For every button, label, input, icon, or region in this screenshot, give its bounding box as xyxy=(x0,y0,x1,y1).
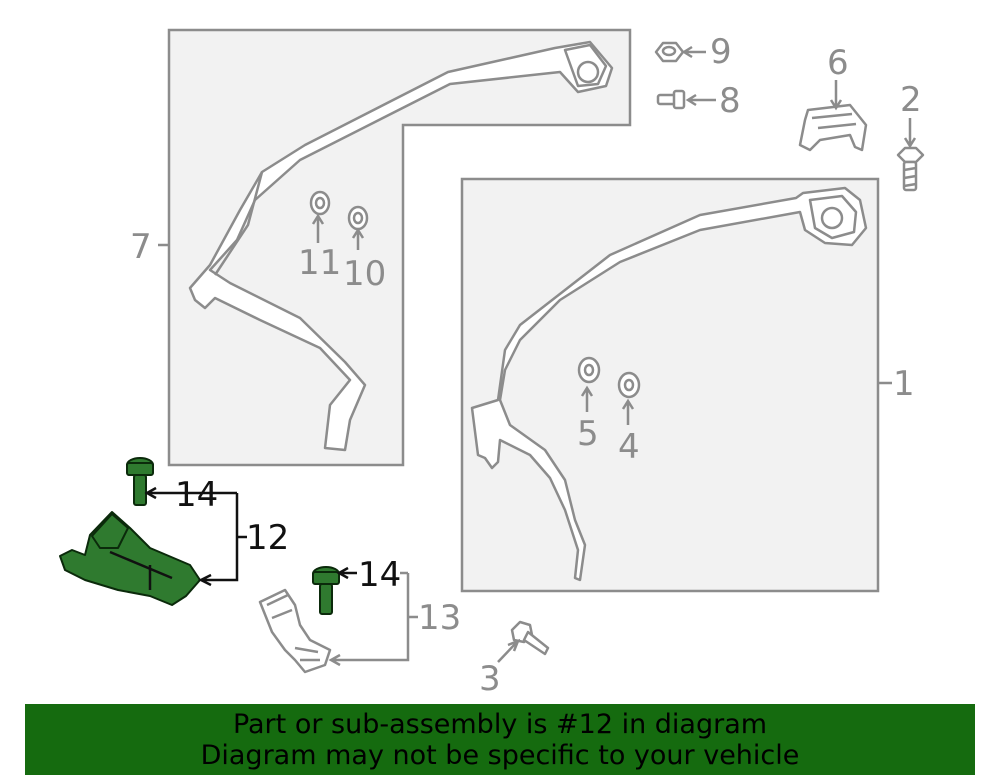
callout-13: 13 xyxy=(418,598,461,638)
callout-12: 12 xyxy=(246,518,289,558)
callout-2: 2 xyxy=(900,80,922,120)
seat-belt-assembly-1 xyxy=(470,186,868,582)
leader-4 xyxy=(621,398,635,425)
callout-7: 7 xyxy=(130,227,152,267)
callout-14-right: 14 xyxy=(358,555,401,595)
part-1-group-box xyxy=(460,177,880,593)
washer-11-hole xyxy=(314,196,326,210)
callout-9: 9 xyxy=(710,32,732,72)
callout-3: 3 xyxy=(479,659,501,699)
leader-9 xyxy=(681,45,706,59)
bracket-12-highlighted xyxy=(59,511,201,606)
washer-5-hole xyxy=(583,363,595,377)
callout-10: 10 xyxy=(343,254,386,294)
part-7-group-box xyxy=(167,28,632,467)
info-banner: Part or sub-assembly is #12 in diagram D… xyxy=(25,704,975,775)
leader-10 xyxy=(351,227,365,250)
callout-5: 5 xyxy=(577,414,599,454)
callout-8: 8 xyxy=(719,81,741,121)
leader-8 xyxy=(685,93,716,107)
callout-6: 6 xyxy=(827,43,849,83)
bolt-8 xyxy=(656,89,686,110)
bolt-3 xyxy=(510,620,550,656)
leader-14-right xyxy=(336,566,357,580)
banner-line-1: Part or sub-assembly is #12 in diagram xyxy=(232,709,768,740)
leader-13 xyxy=(328,571,418,667)
bolt-14-right xyxy=(312,566,340,615)
leader-11 xyxy=(311,213,325,243)
leader-6 xyxy=(829,80,843,111)
nut-9 xyxy=(654,41,685,63)
washer-4-hole xyxy=(623,378,635,392)
callout-14-left: 14 xyxy=(175,475,218,515)
leader-12 xyxy=(198,493,239,587)
callout-4: 4 xyxy=(618,427,640,467)
banner-line-2: Diagram may not be specific to your vehi… xyxy=(200,740,800,771)
washer-10-hole xyxy=(352,211,364,225)
leader-5 xyxy=(580,385,594,412)
bolt-14-left xyxy=(126,457,154,506)
leader-3 xyxy=(497,638,521,663)
buckle-13 xyxy=(258,588,332,674)
callout-1: 1 xyxy=(893,364,915,404)
callout-11: 11 xyxy=(298,243,341,283)
bolt-2 xyxy=(896,146,925,192)
leader-14-left xyxy=(144,486,237,500)
seat-belt-assembly-7 xyxy=(188,40,614,452)
leader-2 xyxy=(903,118,917,149)
cover-6 xyxy=(798,103,868,152)
